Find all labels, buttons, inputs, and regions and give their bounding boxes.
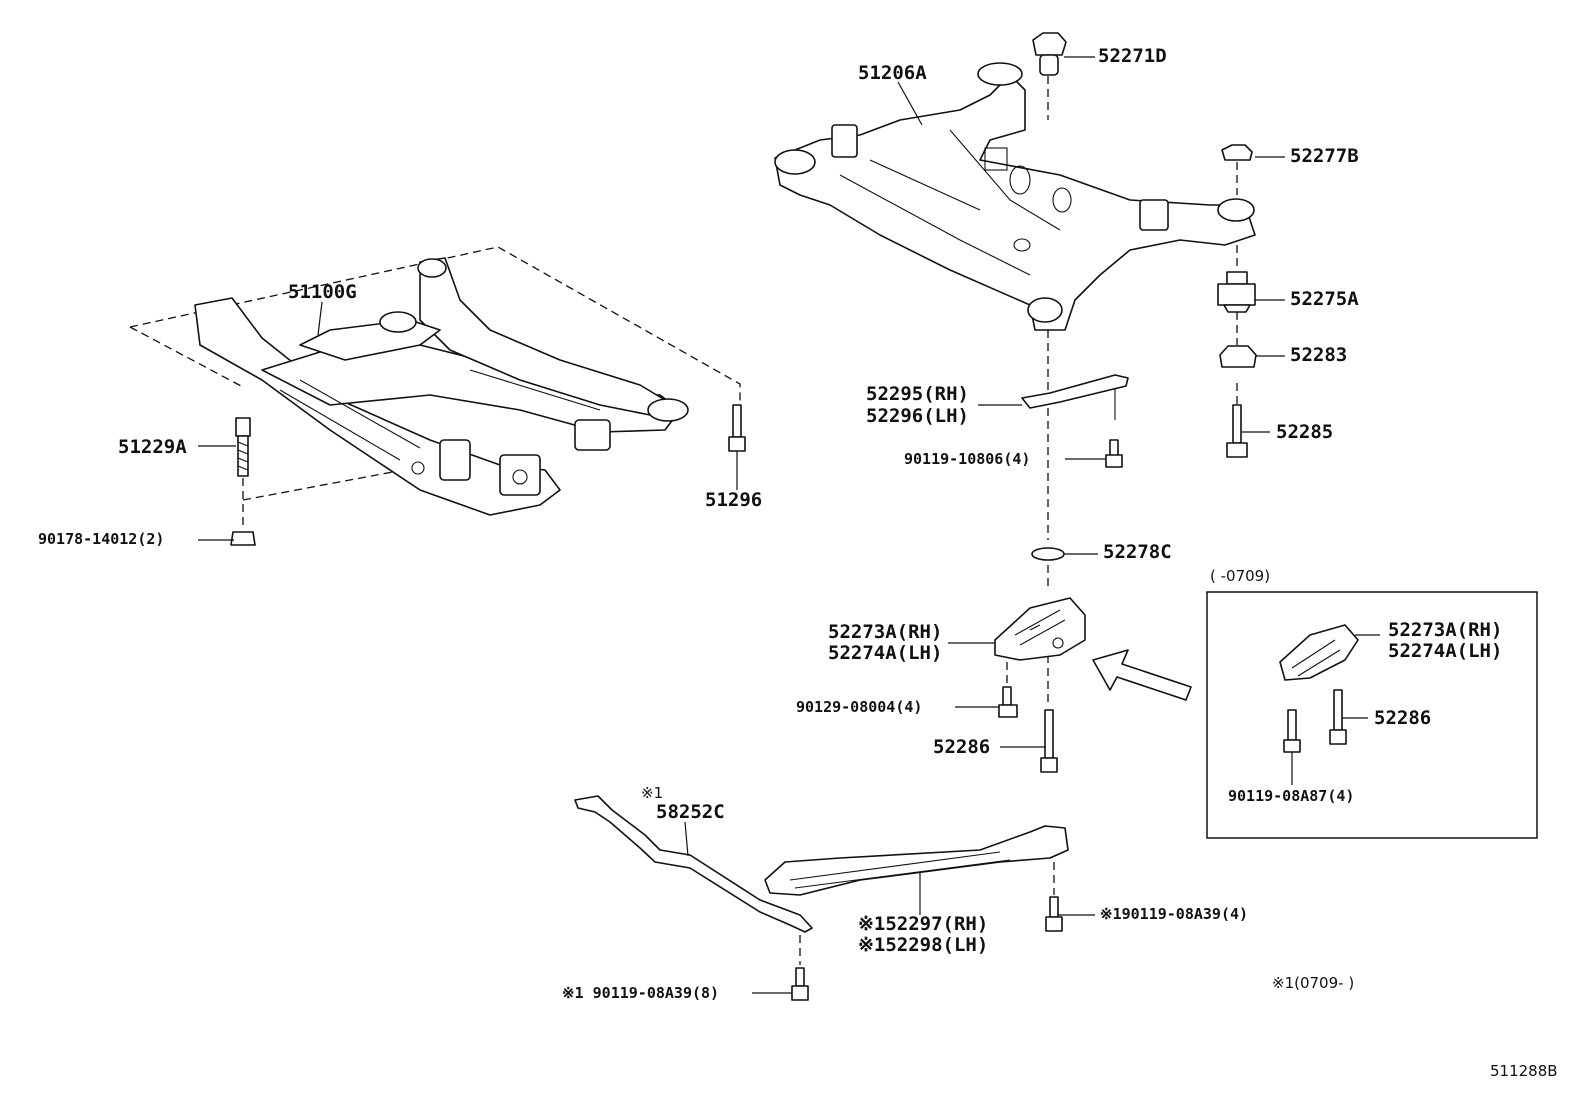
bolt-52285	[1226, 404, 1248, 458]
washer-52278c	[1031, 547, 1065, 561]
bolt-51229a	[235, 417, 251, 525]
label-58252c-mark: ※1	[641, 784, 663, 802]
label-52285: 52285	[1276, 421, 1333, 443]
label-52295: 52295(RH)	[866, 383, 969, 405]
inset-box	[1206, 591, 1538, 839]
bolt-51296	[728, 404, 746, 490]
bracket-52295-52296	[1021, 374, 1129, 420]
stopper-52271d	[1032, 32, 1067, 76]
brace-52297-52298	[764, 825, 1069, 896]
label-52277b: 52277B	[1290, 145, 1359, 167]
label-52298: ※152298(LH)	[858, 934, 988, 956]
bolt-52286	[1040, 709, 1058, 773]
nut-90178-14012	[230, 531, 256, 546]
label-51206a: 51206A	[858, 62, 927, 84]
label-52296: 52296(LH)	[866, 405, 969, 427]
bolt-90119-08a39-8	[791, 935, 809, 1001]
bolt-90119-10806	[1105, 439, 1123, 468]
cushion-52275a	[1217, 271, 1256, 313]
label-52271d: 52271D	[1098, 45, 1167, 67]
label-52274a: 52274A(LH)	[828, 642, 942, 664]
bracket-52273a-52274a	[994, 597, 1086, 661]
label-90178-14012: 90178-14012(2)	[38, 530, 164, 548]
arrow-pointer	[1092, 649, 1192, 701]
front-suspension-member	[129, 246, 741, 516]
footnote: ※1(0709- )	[1272, 974, 1354, 992]
label-51100g: 51100G	[288, 281, 357, 303]
label-90129-08004: 90129-08004(4)	[796, 698, 922, 716]
diagram-id: 511288B	[1490, 1062, 1558, 1080]
rear-suspension-member	[774, 62, 1256, 331]
label-inset-52286: 52286	[1374, 707, 1431, 729]
label-52283: 52283	[1290, 344, 1347, 366]
label-51296: 51296	[705, 489, 762, 511]
label-58252c: 58252C	[656, 801, 725, 823]
label-inset-90119-08a87: 90119-08A87(4)	[1228, 787, 1354, 805]
bolt-90119-08a39-4	[1045, 862, 1063, 932]
label-90119-08a39-8: ※1 90119-08A39(8)	[562, 984, 719, 1002]
label-90119-10806: 90119-10806(4)	[904, 450, 1030, 468]
label-inset-52274a: 52274A(LH)	[1388, 640, 1502, 662]
label-51229a: 51229A	[118, 436, 187, 458]
brace-58252c	[574, 795, 813, 933]
label-52273a: 52273A(RH)	[828, 621, 942, 643]
washer-52277b	[1221, 144, 1253, 405]
label-90119-08a39-4: ※190119-08A39(4)	[1100, 905, 1248, 923]
bolt-90129-08004	[998, 662, 1018, 718]
label-52286: 52286	[933, 736, 990, 758]
label-52297: ※152297(RH)	[858, 913, 988, 935]
label-inset-52273a: 52273A(RH)	[1388, 619, 1502, 641]
label-52275a: 52275A	[1290, 288, 1359, 310]
cushion-52283	[1219, 345, 1257, 368]
label-inset-range: ( -0709)	[1210, 567, 1270, 585]
label-52278c: 52278C	[1103, 541, 1172, 563]
